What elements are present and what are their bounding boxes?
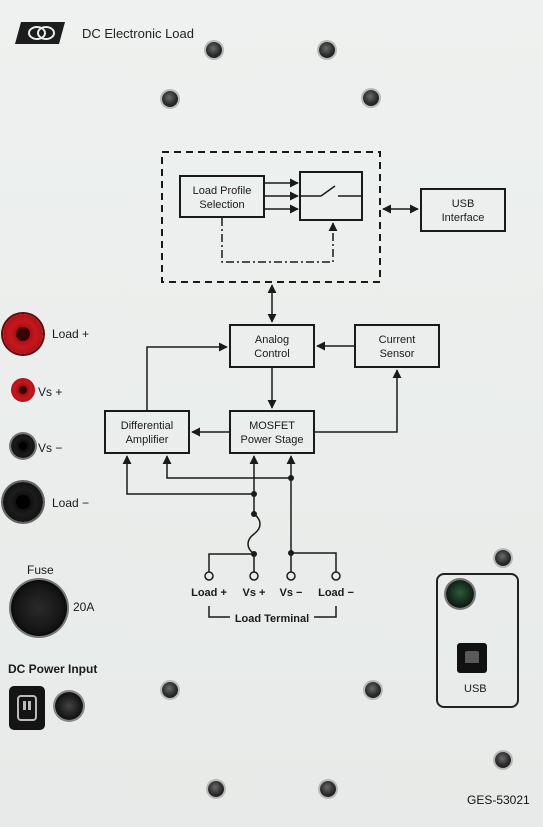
dc-power-input-label: DC Power Input xyxy=(8,662,98,676)
terminal-label-load-minus: Load − xyxy=(318,587,354,599)
panel-screw xyxy=(495,752,511,768)
terminal-load-plus xyxy=(204,571,214,581)
usb-interface-box xyxy=(420,188,506,232)
terminal-label-load-plus: Load + xyxy=(191,587,227,599)
brand-logo-icon xyxy=(15,22,65,44)
fuse-symbol-icon xyxy=(247,513,261,555)
load-plus-label: Load + xyxy=(52,327,90,341)
load-minus-jack[interactable] xyxy=(3,482,43,522)
power-switch[interactable] xyxy=(55,692,83,720)
analog-control-text-1: Analog xyxy=(255,334,289,346)
terminal-label-vs-plus: Vs + xyxy=(243,587,266,599)
model-number: GES-53021 xyxy=(467,793,530,807)
mosfet-text-2: Power Stage xyxy=(241,434,304,446)
terminal-vs-minus xyxy=(286,571,296,581)
panel-screw xyxy=(208,781,224,797)
panel-screw xyxy=(320,781,336,797)
panel-screw xyxy=(162,91,178,107)
fuse-holder[interactable] xyxy=(11,580,67,636)
analog-control-box xyxy=(229,324,315,368)
usb-interface-text-1: USB xyxy=(452,198,475,210)
dc-power-socket[interactable] xyxy=(9,686,45,730)
analog-control-text-2: Control xyxy=(254,348,289,360)
panel-screw xyxy=(495,550,511,566)
load-terminal-label: Load Terminal xyxy=(235,613,309,625)
usb-interface-text-2: Interface xyxy=(442,212,485,224)
terminal-vs-plus xyxy=(249,571,259,581)
mosfet-text-1: MOSFET xyxy=(249,420,295,432)
differential-amplifier-box xyxy=(104,410,190,454)
vs-plus-jack[interactable] xyxy=(11,378,35,402)
vs-minus-jack[interactable] xyxy=(11,434,35,458)
fuse-rating-label: 20A xyxy=(73,600,95,614)
mosfet-box xyxy=(229,410,315,454)
vs-plus-label: Vs + xyxy=(38,385,63,399)
control-group-outline xyxy=(161,151,381,283)
panel-screw xyxy=(162,682,178,698)
load-profile-text-1: Load Profile xyxy=(193,185,252,197)
panel-screw xyxy=(319,42,335,58)
load-profile-text-2: Selection xyxy=(199,199,244,211)
usb-box xyxy=(436,573,519,708)
usb-port[interactable] xyxy=(457,643,487,673)
load-plus-jack[interactable] xyxy=(3,314,43,354)
app-title: DC Electronic Load xyxy=(82,26,194,41)
power-socket-icon xyxy=(17,695,37,721)
diff-amp-text-1: Differential xyxy=(121,420,173,432)
usb-status-led xyxy=(446,580,474,608)
panel-screw xyxy=(363,90,379,106)
terminal-label-vs-minus: Vs − xyxy=(280,587,303,599)
load-minus-label: Load − xyxy=(52,496,90,510)
vs-minus-label: Vs − xyxy=(38,441,63,455)
usb-label: USB xyxy=(464,683,487,695)
fuse-label: Fuse xyxy=(27,563,54,577)
diff-amp-text-2: Amplifier xyxy=(126,434,169,446)
current-sensor-text-2: Sensor xyxy=(380,348,415,360)
panel-screw xyxy=(206,42,222,58)
current-sensor-box xyxy=(354,324,440,368)
current-sensor-text-1: Current xyxy=(379,334,416,346)
terminal-load-minus xyxy=(331,571,341,581)
panel-screw xyxy=(365,682,381,698)
